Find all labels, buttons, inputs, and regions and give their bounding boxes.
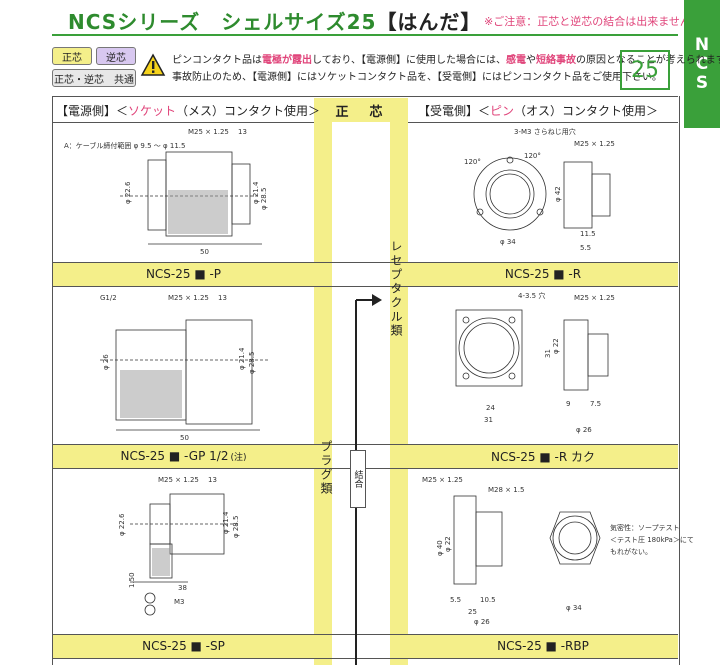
- row-rule: [52, 444, 678, 445]
- title-shell-size: シリーズ シェルサイズ25: [117, 10, 377, 34]
- drawing-ncs25-r: 3-M3 さらねじ用穴 M25 × 1.25 120° 120° φ 34 φ …: [464, 127, 615, 252]
- svg-text:φ 34: φ 34: [500, 238, 516, 246]
- row-rule: [52, 286, 678, 287]
- svg-text:A：ケーブル締付範囲 φ 9.5 〜 φ 11.5: A：ケーブル締付範囲 φ 9.5 〜 φ 11.5: [64, 141, 185, 150]
- svg-text:φ 22.6: φ 22.6: [124, 181, 132, 204]
- svg-text:31: 31: [544, 349, 552, 358]
- title-solder: 【はんだ】: [376, 10, 482, 34]
- svg-text:もれがない。: もれがない。: [610, 547, 652, 556]
- svg-text:φ 42: φ 42: [554, 186, 562, 202]
- model-band-rk: NCS-25 ■ -R カク: [408, 444, 678, 468]
- side-tab-letter: C: [695, 53, 709, 74]
- svg-text:13: 13: [208, 476, 217, 484]
- connection-arrow: [355, 294, 382, 665]
- svg-text:31: 31: [484, 416, 493, 424]
- notice-line-2: 事故防止のため、【電源側】にはソケットコンタクト品を、【受電側】にはピンコンタク…: [172, 72, 662, 83]
- svg-text:5.5: 5.5: [450, 596, 461, 604]
- notice-line-1: ピンコンタクト品は電極が露出しており、【電源側】に使用した場合には、感電や短絡事…: [172, 55, 720, 66]
- model-band-gp: NCS-25 ■ -GP 1/2(注): [53, 444, 314, 468]
- badge-both: 正芯・逆芯 共通: [52, 69, 136, 87]
- center-header: 正 芯: [335, 104, 387, 120]
- side-tab[interactable]: N C S: [684, 0, 720, 128]
- svg-text:φ 28.5: φ 28.5: [232, 516, 240, 538]
- svg-text:50: 50: [180, 434, 189, 442]
- badge-seishin: 正芯: [52, 47, 92, 65]
- svg-text:φ 26: φ 26: [474, 618, 490, 626]
- svg-text:4-3.5 穴: 4-3.5 穴: [518, 291, 545, 300]
- svg-text:φ 26: φ 26: [576, 426, 592, 434]
- badge-gyakushin: 逆芯: [96, 47, 136, 65]
- row-rule: [52, 262, 678, 263]
- svg-text:φ 26: φ 26: [102, 354, 110, 370]
- title-rule: [52, 34, 678, 36]
- svg-text:φ 21.4: φ 21.4: [238, 347, 246, 370]
- safety-notice: ピンコンタクト品は電極が露出しており、【電源側】に使用した場合には、感電や短絡事…: [172, 52, 720, 86]
- svg-text:M25 × 1.25: M25 × 1.25: [574, 140, 615, 148]
- svg-text:M3: M3: [174, 598, 185, 606]
- drawing-ncs25-rbp: M25 × 1.25 M28 × 1.5 φ 40 φ 22 5.5 10.5 …: [422, 476, 694, 626]
- svg-text:13: 13: [218, 294, 227, 302]
- title-series: NCS: [68, 10, 118, 34]
- side-tab-letter: N: [694, 34, 710, 55]
- svg-text:120°: 120°: [464, 158, 481, 166]
- drawing-ncs25-gp: G1/2 M25 × 1.25 13 50 φ 26 φ 21.4 φ 28.5: [100, 294, 270, 442]
- svg-text:φ 21.4: φ 21.4: [222, 511, 230, 534]
- svg-text:M25 × 1.25: M25 × 1.25: [158, 476, 199, 484]
- svg-text:φ 22: φ 22: [552, 338, 560, 354]
- plug-label: プラグ類: [319, 440, 333, 496]
- svg-text:13: 13: [238, 128, 247, 136]
- svg-text:10.5: 10.5: [480, 596, 496, 604]
- warning-icon: [140, 53, 166, 76]
- svg-text:φ 40: φ 40: [436, 540, 444, 556]
- svg-text:M25 × 1.25: M25 × 1.25: [574, 294, 615, 302]
- svg-text:φ 21.4: φ 21.4: [252, 181, 260, 204]
- svg-text:M25 × 1.25: M25 × 1.25: [188, 128, 229, 136]
- svg-text:φ 34: φ 34: [566, 604, 582, 612]
- svg-text:7.5: 7.5: [590, 400, 601, 408]
- svg-text:φ 22: φ 22: [444, 536, 452, 552]
- shell-size-box: 25: [620, 50, 670, 90]
- svg-text:25: 25: [468, 608, 477, 616]
- model-band-sp: NCS-25 ■ -SP: [53, 634, 314, 658]
- svg-text:24: 24: [486, 404, 495, 412]
- drawing-ncs25-rk: 4-3.5 穴 M25 × 1.25 24 31 31 φ 22 9 7.5 φ…: [455, 291, 615, 434]
- center-column-inner: [332, 122, 390, 665]
- svg-text:＜テスト圧 180kPa＞にて: ＜テスト圧 180kPa＞にて: [610, 536, 694, 544]
- svg-text:φ 22.6: φ 22.6: [118, 513, 126, 536]
- table-top-rule: [52, 96, 678, 97]
- svg-text:3-M3 さらねじ用穴: 3-M3 さらねじ用穴: [514, 127, 576, 136]
- page-title: NCSシリーズ シェルサイズ25【はんだ】: [68, 6, 481, 35]
- svg-text:9: 9: [566, 400, 570, 408]
- svg-text:気密性：ソープテスト: 気密性：ソープテスト: [610, 523, 680, 532]
- side-tab-letter: S: [695, 72, 709, 93]
- model-band-rbp: NCS-25 ■ -RBP: [408, 634, 678, 658]
- right-column-header: 【受電側】＜ピン（オス）コンタクト使用＞: [418, 103, 659, 118]
- svg-text:1.50: 1.50: [128, 572, 136, 588]
- join-label: 結合: [350, 450, 366, 508]
- svg-text:G1/2: G1/2: [100, 294, 117, 302]
- svg-text:φ 28.5: φ 28.5: [248, 352, 256, 374]
- svg-text:11.5: 11.5: [580, 230, 596, 238]
- row-rule: [52, 634, 678, 635]
- svg-text:φ 28.5: φ 28.5: [260, 188, 268, 210]
- row-rule: [52, 658, 678, 659]
- caution-note: ※ご注意：正芯と逆芯の結合は出来ません: [484, 15, 691, 28]
- svg-text:M25 × 1.25: M25 × 1.25: [422, 476, 463, 484]
- table-frame: [52, 96, 680, 665]
- left-column-header: 【電源側】＜ソケット（メス）コンタクト使用＞: [56, 103, 321, 118]
- svg-text:M25 × 1.25: M25 × 1.25: [168, 294, 209, 302]
- svg-text:120°: 120°: [524, 152, 541, 160]
- model-band-r: NCS-25 ■ -R: [408, 262, 678, 286]
- svg-text:38: 38: [178, 584, 187, 592]
- svg-text:5.5: 5.5: [580, 244, 591, 252]
- drawing-ncs25-p: A：ケーブル締付範囲 φ 9.5 〜 φ 11.5 M25 × 1.25 13 …: [64, 128, 268, 256]
- receptacle-label: レセプタクル類: [389, 240, 403, 338]
- svg-text:50: 50: [200, 248, 209, 256]
- model-band-p: NCS-25 ■ -P: [53, 262, 314, 286]
- svg-text:M28 × 1.5: M28 × 1.5: [488, 486, 524, 494]
- drawing-ncs25-sp: M25 × 1.25 13 38 φ 22.6 1.50 M3 φ 21.4 φ…: [118, 476, 240, 616]
